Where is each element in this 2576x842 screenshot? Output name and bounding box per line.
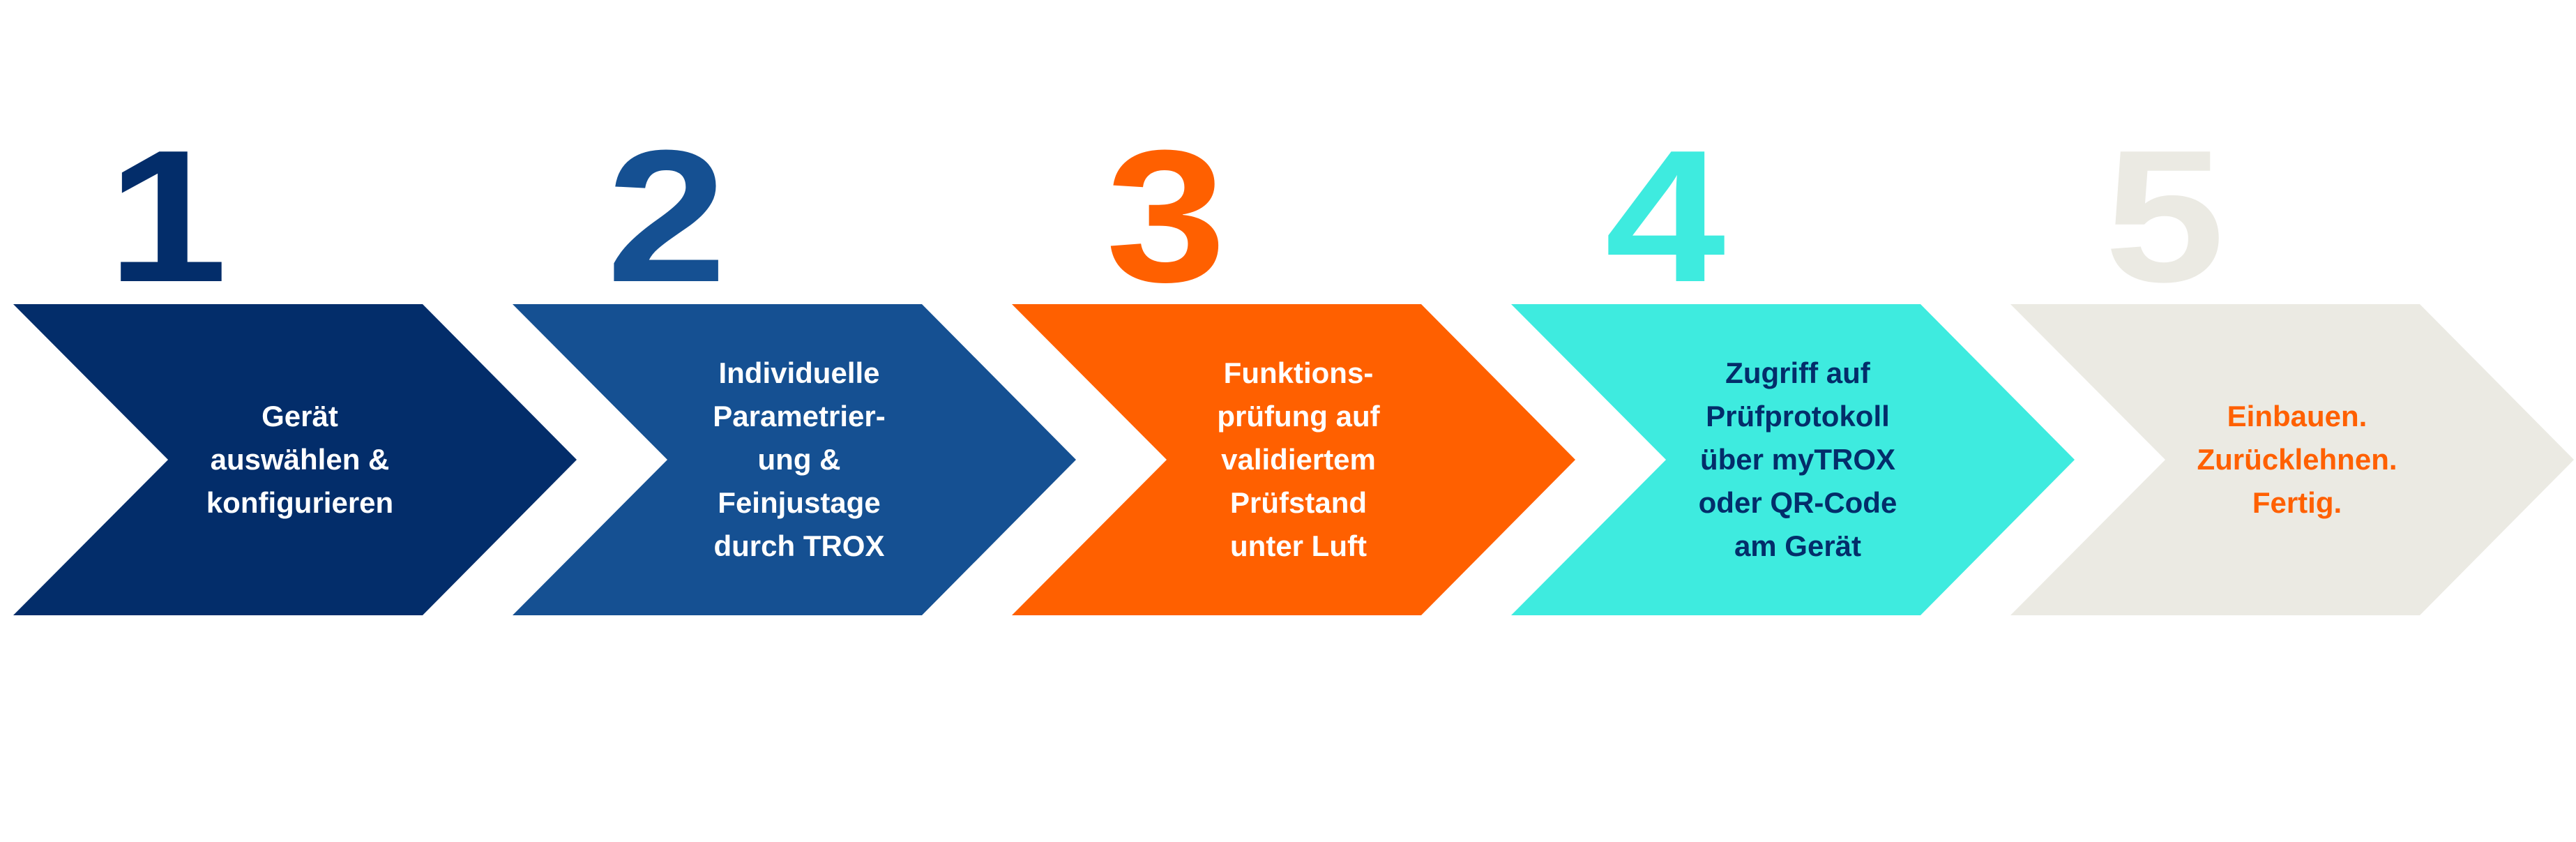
step-1-chevron — [13, 304, 577, 615]
step-5-number: 5 — [2104, 112, 2225, 322]
step-2-number: 2 — [606, 112, 727, 322]
step-1-label: Gerät auswählen & konfigurieren — [206, 400, 394, 519]
step-5-label: Einbauen. Zurücklehnen. Fertig. — [2197, 400, 2397, 519]
step-1-number: 1 — [107, 112, 228, 322]
step-2-chevron — [513, 304, 1076, 615]
step-3-chevron — [1012, 304, 1575, 615]
step-3-label: Funktions- prüfung auf validiertem Prüfs… — [1217, 356, 1380, 562]
step-4-chevron — [1511, 304, 2075, 615]
step-5-chevron — [2010, 304, 2574, 615]
step-3-number: 3 — [1105, 112, 1227, 322]
step-4-label: Zugriff auf Prüfprotokoll über myTROX od… — [1698, 356, 1897, 562]
step-2-label: Individuelle Parametrier- ung & Feinjust… — [713, 356, 886, 562]
step-4-number: 4 — [1605, 112, 1726, 322]
